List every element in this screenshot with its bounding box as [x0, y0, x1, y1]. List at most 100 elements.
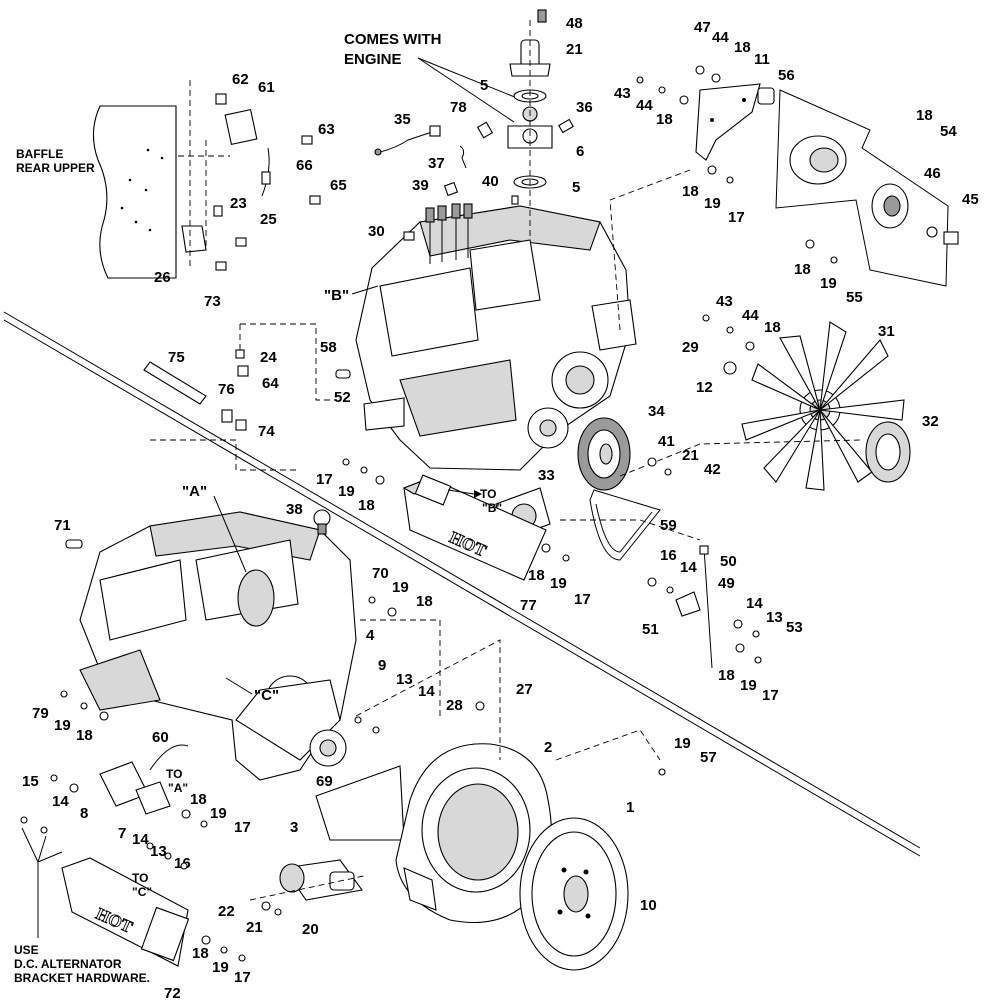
callout-63: 63: [318, 121, 335, 138]
callout-18e: 18: [794, 261, 811, 278]
callout-36: 36: [576, 99, 593, 116]
belt-icon: [589, 489, 661, 561]
callout-52: 52: [334, 389, 351, 406]
callout-37: 37: [428, 155, 445, 172]
temp-sender-icon: [313, 509, 331, 535]
callout-48: 48: [566, 15, 583, 32]
comes-with-engine-line1: COMES WITH: [344, 31, 442, 48]
callout-18l: 18: [190, 791, 207, 808]
callout-40: 40: [482, 173, 499, 190]
callout-12: 12: [696, 379, 713, 396]
callout-18b: 18: [656, 111, 673, 128]
callout-9: 9: [378, 657, 386, 674]
callout-13a: 13: [766, 609, 783, 626]
plug-icon-2: [65, 539, 83, 549]
callout-15: 15: [22, 773, 39, 790]
callout-18a: 18: [734, 39, 751, 56]
callout-19d: 19: [550, 575, 567, 592]
to-c-line2: "C": [132, 885, 152, 899]
callout-75: 75: [168, 349, 185, 366]
callout-28: 28: [446, 697, 463, 714]
callout-33: 33: [538, 467, 555, 484]
callout-39: 39: [412, 177, 429, 194]
callout-32: 32: [922, 413, 939, 430]
callout-77: 77: [520, 597, 537, 614]
callout-23: 23: [230, 195, 247, 212]
gasket-plate-icon: [363, 397, 405, 431]
callout-labels: 48 21 5 36 78 35 6 37 39 40 5 30 47 44 1…: [22, 15, 979, 1002]
callout-19b: 19: [820, 275, 837, 292]
callout-18d: 18: [682, 183, 699, 200]
to-b-line2: "B": [482, 501, 502, 515]
to-b-line1: TO: [480, 487, 496, 501]
ref-label-a: "A": [182, 483, 207, 500]
callout-17c: 17: [574, 591, 591, 608]
starter-icon: [279, 859, 363, 901]
callout-44b: 44: [636, 97, 653, 114]
callout-58: 58: [320, 339, 337, 356]
callout-14c: 14: [418, 683, 435, 700]
callout-64: 64: [262, 375, 279, 392]
dipstick-icon: [675, 545, 713, 669]
callout-21c: 21: [246, 919, 263, 936]
callout-38: 38: [286, 501, 303, 518]
engine-block-lower-icon: [79, 511, 357, 781]
callout-62: 62: [232, 71, 249, 88]
callout-5b: 5: [572, 179, 580, 196]
callout-3: 3: [290, 819, 298, 836]
electrical-module-icon: [181, 93, 321, 271]
callout-26: 26: [154, 269, 171, 286]
callout-13b: 13: [396, 671, 413, 688]
baffle-rear-upper-icon: [92, 105, 177, 279]
callout-30: 30: [368, 223, 385, 240]
callout-18g: 18: [358, 497, 375, 514]
callout-55: 55: [846, 289, 863, 306]
callout-19f: 19: [392, 579, 409, 596]
callout-29: 29: [682, 339, 699, 356]
callout-7: 7: [118, 825, 126, 842]
callout-14d: 14: [52, 793, 69, 810]
callout-18i: 18: [718, 667, 735, 684]
callout-65: 65: [330, 177, 347, 194]
callout-19g: 19: [54, 717, 71, 734]
callout-43a: 43: [614, 85, 631, 102]
baffle-label-line2: REAR UPPER: [16, 161, 95, 175]
callout-14a: 14: [680, 559, 697, 576]
callout-19h: 19: [210, 805, 227, 822]
comes-with-engine-line2: ENGINE: [344, 51, 402, 68]
to-a-line2: "A": [168, 781, 188, 795]
ref-label-b: "B": [324, 287, 349, 304]
callout-71: 71: [54, 517, 71, 534]
callout-19a: 19: [704, 195, 721, 212]
callout-1: 1: [626, 799, 634, 816]
callout-60: 60: [152, 729, 169, 746]
callout-17e: 17: [234, 819, 251, 836]
callout-19e: 19: [740, 677, 757, 694]
callout-47: 47: [694, 19, 711, 36]
callout-17b: 17: [316, 471, 333, 488]
callout-14e: 14: [132, 831, 149, 848]
callout-18h: 18: [528, 567, 545, 584]
callout-76: 76: [218, 381, 235, 398]
callout-5: 5: [480, 77, 488, 94]
use-dc-line1: USE: [14, 943, 39, 957]
callout-49: 49: [718, 575, 735, 592]
callout-73: 73: [204, 293, 221, 310]
callout-69: 69: [316, 773, 333, 790]
callout-78: 78: [450, 99, 467, 116]
callout-2: 2: [544, 739, 552, 756]
callout-51: 51: [642, 621, 659, 638]
callout-50: 50: [720, 553, 737, 570]
callout-16a: 16: [660, 547, 677, 564]
callout-54: 54: [940, 123, 957, 140]
callout-72: 72: [164, 985, 181, 1002]
callout-41: 41: [658, 433, 675, 450]
callout-22: 22: [218, 903, 235, 920]
callout-34: 34: [648, 403, 665, 420]
bracket-lower-icon-2: [135, 781, 171, 815]
use-dc-line3: BRACKET HARDWARE.: [14, 971, 150, 985]
callout-18f: 18: [764, 319, 781, 336]
callout-14b: 14: [746, 595, 763, 612]
callout-18m: 18: [192, 945, 209, 962]
